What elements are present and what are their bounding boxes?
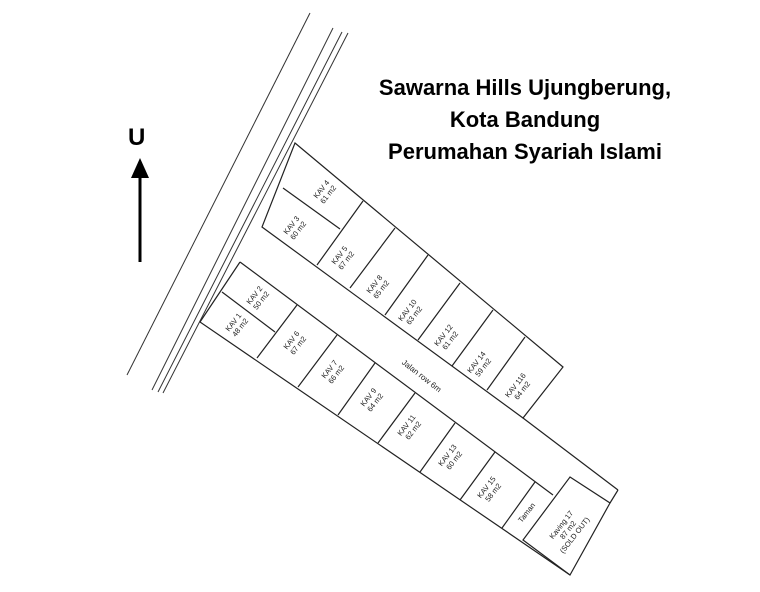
north-label: U	[128, 124, 146, 151]
lot-label: KAV 667 m2	[281, 329, 308, 356]
lot-label: KAV 360 m2	[281, 214, 308, 241]
lot-label: KAV 964 m2	[358, 386, 385, 413]
access-road	[522, 417, 619, 504]
main-road	[126, 12, 349, 394]
north-arrow-icon	[131, 158, 149, 262]
lot-label: KAV 1162 m2	[395, 413, 424, 443]
lot-label: KAV 148 m2	[223, 311, 250, 338]
title-line-2: Kota Bandung	[449, 107, 601, 132]
lot-label: KAV 1558 m2	[475, 475, 504, 505]
lot-label: KAV 1063 m2	[396, 298, 425, 328]
lot-label: KAV 250 m2	[244, 284, 271, 311]
lot-label: KAV 11664 m2	[503, 371, 534, 404]
lot-label: KAV 461 m2	[311, 178, 338, 205]
title-line-3: Perumahan Syariah Islami	[388, 139, 662, 164]
lower-block	[199, 261, 611, 576]
lot-label: KAV 1459 m2	[465, 350, 494, 380]
title-line-1: Sawarna Hills Ujungberung,	[378, 75, 672, 100]
lot-label: KAV 865 m2	[364, 273, 391, 300]
road-label: Jalan row 6m	[400, 358, 443, 395]
lot-label: KAV 1360 m2	[436, 443, 465, 473]
lot-label: KAV 766 m2	[319, 358, 346, 385]
lot-label: KAV 1261 m2	[432, 323, 461, 353]
lot-label: KAV 567 m2	[329, 244, 356, 271]
